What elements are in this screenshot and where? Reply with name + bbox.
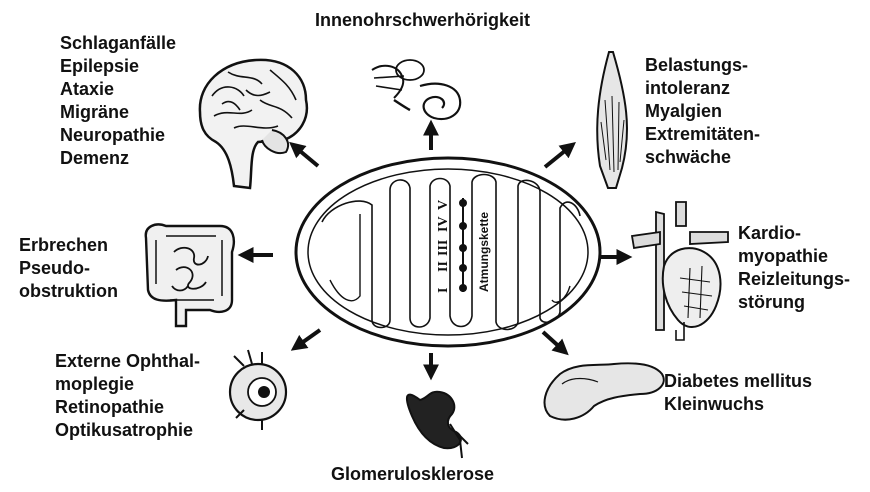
heart-line-2: myopathie <box>738 245 850 268</box>
heart-line-4: störung <box>738 291 850 314</box>
muscle-line-5: schwäche <box>645 146 760 169</box>
complex-dot-4 <box>459 222 467 230</box>
arrow-brain <box>294 146 318 166</box>
brain-icon <box>200 60 307 188</box>
complex-dot-2 <box>459 264 467 272</box>
brain-line-3: Ataxie <box>60 78 176 101</box>
intestine-icon <box>146 225 234 327</box>
arrow-muscle <box>545 146 571 167</box>
kidney-line-1: Glomerulosklerose <box>331 463 494 486</box>
complex-dot-5 <box>459 199 467 207</box>
arrow-eye <box>296 330 320 347</box>
intestine-line-3: obstruktion <box>19 280 118 303</box>
muscle-line-4: Extremitäten- <box>645 123 760 146</box>
complex-label-2: II <box>436 261 451 272</box>
intestine-line-2: Pseudo- <box>19 257 118 280</box>
heart-icon <box>632 202 728 340</box>
pancreas-line-2: Kleinwuchs <box>664 393 812 416</box>
muscle-icon <box>597 52 627 188</box>
complex-dot-3 <box>459 244 467 252</box>
brain-line-5: Neuropathie <box>60 124 176 147</box>
ear-line-1: Innenohrschwerhörigkeit <box>315 9 530 32</box>
brain-line-1: Schlaganfälle <box>60 32 176 55</box>
mitochondrion: I II III IV V Atmungskette <box>296 158 600 346</box>
pancreas-icon <box>545 363 664 419</box>
eye-icon <box>230 350 286 430</box>
label-eye: Externe Ophthal- moplegie Retinopathie O… <box>55 350 200 442</box>
ear-icon <box>372 60 460 119</box>
label-intestine: Erbrechen Pseudo- obstruktion <box>19 234 118 303</box>
brain-line-4: Migräne <box>60 101 176 124</box>
heart-line-3: Reizleitungs- <box>738 268 850 291</box>
label-muscle: Belastungs- intoleranz Myalgien Extremit… <box>645 54 760 169</box>
brain-line-2: Epilepsie <box>60 55 176 78</box>
complex-label-4: IV <box>436 216 451 232</box>
muscle-line-1: Belastungs- <box>645 54 760 77</box>
label-pancreas: Diabetes mellitus Kleinwuchs <box>664 370 812 416</box>
brain-line-6: Demenz <box>60 147 176 170</box>
eye-line-1: Externe Ophthal- <box>55 350 200 373</box>
label-kidney: Glomerulosklerose <box>331 463 494 486</box>
label-brain: Schlaganfälle Epilepsie Ataxie Migräne N… <box>60 32 176 170</box>
eye-line-2: moplegie <box>55 373 200 396</box>
complex-label-5: V <box>436 200 451 210</box>
eye-line-3: Retinopathie <box>55 396 200 419</box>
eye-line-4: Optikusatrophie <box>55 419 200 442</box>
pancreas-line-1: Diabetes mellitus <box>664 370 812 393</box>
intestine-line-1: Erbrechen <box>19 234 118 257</box>
arrow-pancreas <box>543 332 564 351</box>
complex-label-3: III <box>436 240 451 256</box>
complex-dot-1 <box>459 284 467 292</box>
complex-label-1: I <box>436 288 451 293</box>
label-heart: Kardio- myopathie Reizleitungs- störung <box>738 222 850 314</box>
muscle-line-2: intoleranz <box>645 77 760 100</box>
muscle-line-3: Myalgien <box>645 100 760 123</box>
heart-line-1: Kardio- <box>738 222 850 245</box>
respiratory-chain-label: Atmungskette <box>477 212 491 292</box>
kidney-icon <box>407 392 468 458</box>
label-ear: Innenohrschwerhörigkeit <box>315 9 530 32</box>
